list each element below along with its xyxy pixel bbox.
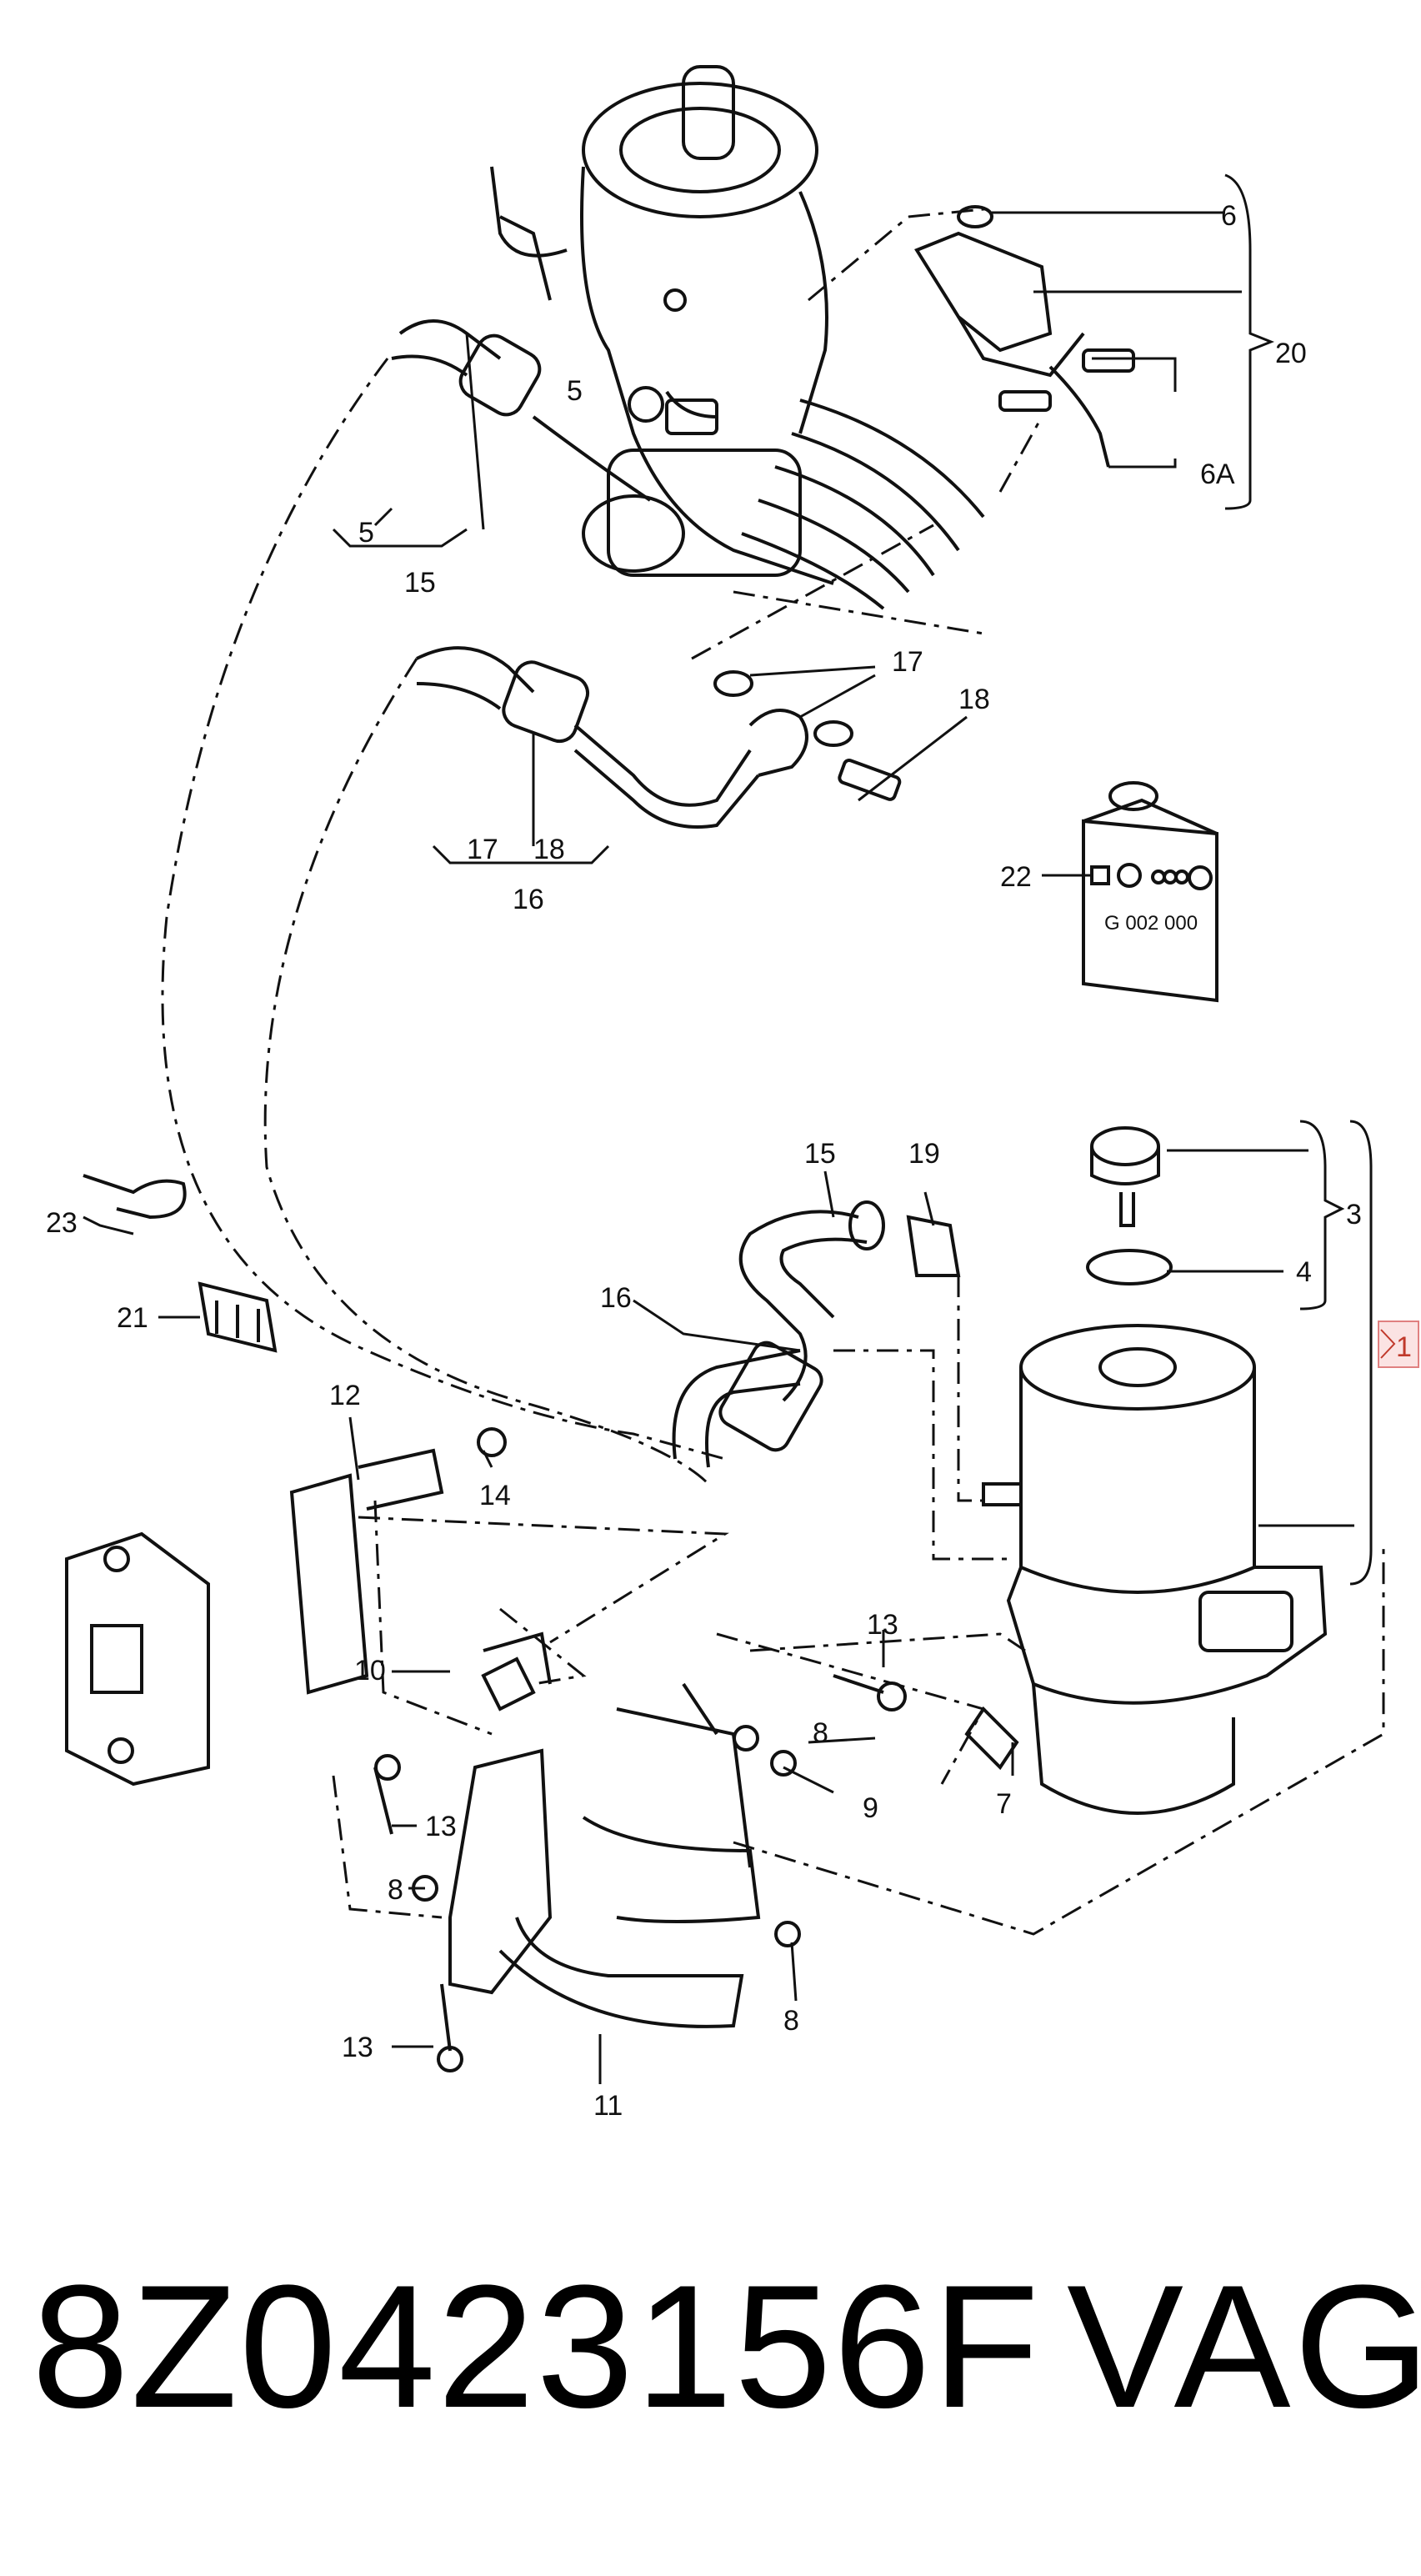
callout-4: 4	[1296, 1256, 1312, 1288]
callout-7: 7	[996, 1788, 1012, 1820]
callout-1-arrow-icon	[1380, 1329, 1396, 1359]
callout-14: 14	[479, 1480, 511, 1511]
callout-15-upper: 15	[404, 567, 436, 599]
parts-diagram: G 002 000	[46, 65, 1419, 2122]
callout-15-lower: 15	[804, 1138, 836, 1170]
callout-20: 20	[1275, 338, 1307, 369]
callout-1-highlight[interactable]	[1378, 1321, 1419, 1368]
bolts-drawing	[373, 1656, 1019, 2072]
callout-5-upper: 5	[567, 375, 583, 407]
part-number: 8Z0423156F	[32, 2248, 1041, 2444]
callout-5-lower: 5	[358, 517, 374, 549]
callout-18-lower: 18	[533, 834, 565, 865]
callout-19: 19	[908, 1138, 940, 1170]
callout-16-lower: 16	[600, 1282, 632, 1314]
return-hose-drawing	[672, 1200, 961, 1468]
callout-6a: 6A	[1200, 459, 1235, 490]
callout-11: 11	[593, 2090, 623, 2122]
callout-1: 1	[1396, 1331, 1412, 1363]
connector-assembly	[914, 205, 1135, 468]
callout-21: 21	[117, 1302, 148, 1334]
steering-gear-drawing	[391, 65, 985, 610]
callout-8-lower: 8	[783, 2005, 799, 2037]
callout-3: 3	[1346, 1199, 1362, 1230]
callout-23: 23	[46, 1207, 78, 1239]
callout-6: 6	[1221, 200, 1237, 232]
brand-name: VAG	[1067, 2248, 1421, 2444]
bracket-drawing	[65, 1427, 761, 2028]
pump-drawing	[982, 1126, 1328, 1815]
leader-lines	[83, 173, 1373, 2084]
callout-12: 12	[329, 1380, 361, 1411]
callout-17-upper: 17	[892, 646, 923, 678]
can-label: G 002 000	[1104, 912, 1198, 935]
callout-8-upper: 8	[813, 1717, 828, 1749]
callout-13-right: 13	[867, 1609, 898, 1641]
clips-drawing	[83, 1174, 278, 1353]
callout-13-mid: 13	[425, 1811, 457, 1842]
callout-16-upper: 16	[513, 884, 544, 915]
callout-13-lower: 13	[342, 2032, 373, 2063]
pressure-hose-drawing	[416, 646, 902, 829]
callout-8-left: 8	[388, 1874, 403, 1906]
callout-9: 9	[863, 1792, 878, 1824]
dashed-leaders	[161, 207, 1385, 1936]
callout-10: 10	[354, 1655, 386, 1686]
callout-22: 22	[1000, 861, 1032, 893]
oil-can-drawing	[1082, 781, 1218, 1003]
callout-18-upper: 18	[958, 684, 990, 715]
callout-17-lower: 17	[467, 834, 498, 865]
